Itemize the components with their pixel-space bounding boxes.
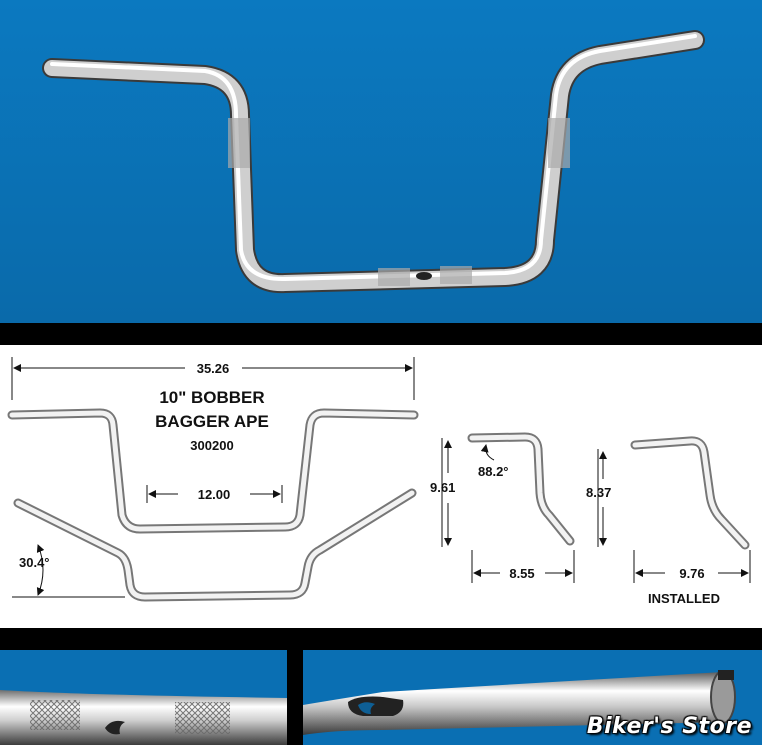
- knurl-right: [548, 118, 570, 168]
- pullback-angle-label: 30.4°: [19, 555, 50, 570]
- center-width-label: 12.00: [198, 487, 231, 502]
- end-closeup: [303, 650, 762, 745]
- rise-label: 9.61: [430, 480, 455, 495]
- knurl-band-1: [30, 700, 80, 730]
- watermark: Biker's Store: [586, 714, 752, 739]
- front-view-bar: [9, 410, 417, 532]
- diagram-panel: 35.26 10" BOBBER BAGGER APE 300200 12.00…: [0, 345, 762, 628]
- side-view-bar: [469, 434, 573, 544]
- knurl-center-right: [440, 266, 472, 284]
- installed-pullback-label: 9.76: [679, 566, 704, 581]
- dimension-diagram: 35.26 10" BOBBER BAGGER APE 300200 12.00…: [7, 357, 751, 606]
- part-number: 300200: [190, 438, 233, 453]
- angle-arc: [36, 544, 45, 596]
- product-title-line2: BAGGER APE: [155, 412, 269, 431]
- end-angle-arc: [480, 444, 495, 461]
- installed-label: INSTALLED: [648, 591, 720, 606]
- knurl-closeup: [0, 650, 287, 745]
- overall-width-label: 35.26: [197, 361, 230, 376]
- detail-panel-right: Biker's Store: [303, 650, 762, 745]
- knurl-band-2: [175, 702, 230, 734]
- hero-panel: [0, 0, 762, 323]
- handlebar-hero: [0, 0, 762, 323]
- knurl-left: [228, 118, 250, 168]
- pullback-label: 8.55: [509, 566, 534, 581]
- installed-view-bar: [632, 438, 748, 548]
- top-view-bar: [15, 490, 415, 600]
- detail-panel-left: [0, 650, 287, 745]
- wire-slot: [348, 696, 404, 716]
- wiring-hole-closeup: [105, 720, 125, 735]
- top-view-bar-outline: [13, 488, 417, 602]
- knurl-center-left: [378, 268, 410, 286]
- wiring-hole: [416, 272, 432, 280]
- installed-rise-label: 8.37: [586, 485, 611, 500]
- end-angle-label: 88.2°: [478, 464, 509, 479]
- product-title-line1: 10" BOBBER: [159, 388, 264, 407]
